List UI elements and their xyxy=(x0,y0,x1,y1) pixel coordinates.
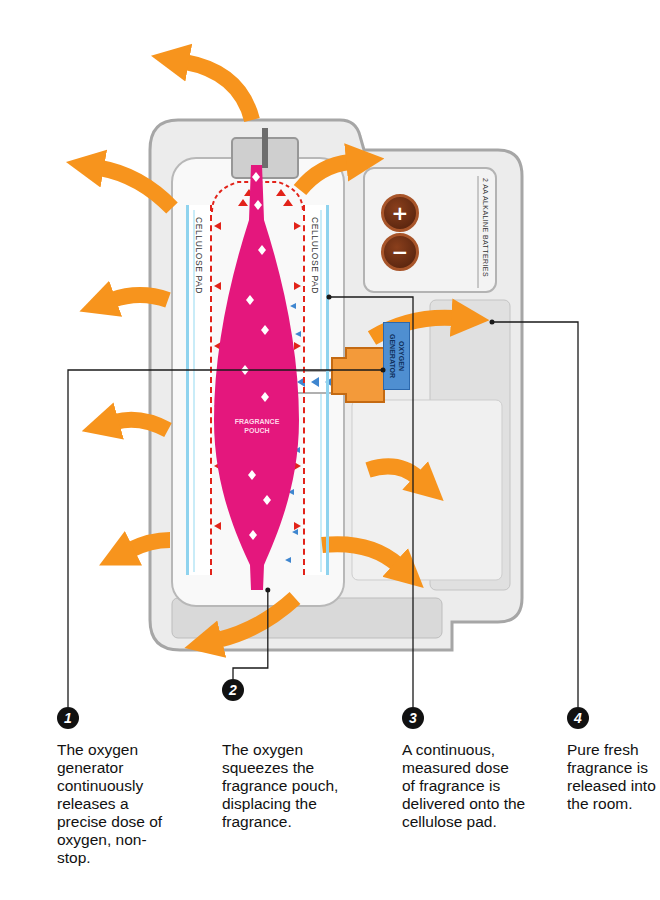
fragrance-bubble xyxy=(249,530,257,540)
callout-text: The oxygen generator continuously releas… xyxy=(57,741,165,867)
chamber xyxy=(172,158,344,606)
callout: 2The oxygen squeezes the fragrance pouch… xyxy=(222,679,360,831)
orange-fitting xyxy=(332,348,384,402)
pad-backing xyxy=(186,205,212,575)
pouch-shape xyxy=(214,165,299,590)
callout-text: Pure fresh fragrance is released into th… xyxy=(567,741,659,813)
callout-number: 2 xyxy=(222,679,244,701)
leader-dot xyxy=(265,588,270,593)
fragrance-pouch: FRAGRANCE POUCH xyxy=(213,165,300,590)
leader-path xyxy=(329,297,413,707)
callout-number: 1 xyxy=(57,707,79,729)
battery-sign: − xyxy=(392,242,409,262)
fragrance-bubble xyxy=(252,172,260,182)
pad-label: CELLULOSE PAD xyxy=(310,217,320,294)
scent-arrow xyxy=(112,295,168,300)
battery-compartment xyxy=(364,168,496,292)
compartment-divider xyxy=(478,176,479,288)
callout-text: A continuous, measured dose of fragrance… xyxy=(402,741,526,831)
scent-arrow xyxy=(368,466,418,478)
fragrance-bubble xyxy=(263,495,271,505)
callout-text: The oxygen squeezes the fragrance pouch,… xyxy=(222,741,360,831)
leader-line xyxy=(327,295,414,708)
scent-arrow xyxy=(130,540,170,550)
oxygen-generator: OXYGEN GENERATOR xyxy=(383,322,410,390)
leader-path xyxy=(68,370,383,707)
fragrance-bubble xyxy=(248,470,256,480)
scent-arrow xyxy=(185,62,252,120)
scent-arrow xyxy=(218,598,295,640)
scent-arrow xyxy=(322,544,398,565)
leader-dot xyxy=(381,368,386,373)
scent-arrow xyxy=(300,162,350,190)
callout-number: 3 xyxy=(402,707,424,729)
fragrance-drops xyxy=(238,189,293,206)
battery-cell: − xyxy=(381,233,419,271)
scent-arrow xyxy=(115,420,168,430)
leader-path xyxy=(233,590,268,679)
callout: 4Pure fresh fragrance is released into t… xyxy=(567,707,659,813)
callout: 1The oxygen generator continuously relea… xyxy=(57,707,165,867)
nozzle xyxy=(262,128,268,168)
callout: 3 A continuous, measured dose of fragranc… xyxy=(402,707,526,831)
scent-arrows xyxy=(100,62,455,640)
callout-number: 4 xyxy=(567,707,589,729)
battery-cell: + xyxy=(381,194,419,232)
generator-label: OXYGEN GENERATOR xyxy=(388,325,406,387)
fragrance-bubble xyxy=(258,245,266,255)
cellulose-pad: CELLULOSE PAD xyxy=(186,205,212,575)
leader-line xyxy=(68,368,386,708)
fragrance-bubble xyxy=(246,295,254,305)
housing xyxy=(150,120,522,650)
battery-spec: 2 AA ALKALINE BATTERIES xyxy=(482,178,489,277)
fragrance-bubble xyxy=(261,325,269,335)
leader-dot xyxy=(490,320,495,325)
fragrance-bubble xyxy=(254,200,262,210)
pouch-outline xyxy=(213,165,300,590)
cellulose-pad: CELLULOSE PAD xyxy=(303,205,329,575)
fragrance-bubble xyxy=(261,392,269,402)
battery-sign: + xyxy=(392,203,409,223)
pad-label: CELLULOSE PAD xyxy=(194,217,204,294)
fragrance-bubble xyxy=(241,365,249,375)
scent-arrow xyxy=(100,168,172,208)
leader-line xyxy=(233,588,270,680)
pouch-label: FRAGRANCE POUCH xyxy=(230,417,284,435)
leader-line xyxy=(492,322,578,707)
leader-dot xyxy=(327,295,332,300)
